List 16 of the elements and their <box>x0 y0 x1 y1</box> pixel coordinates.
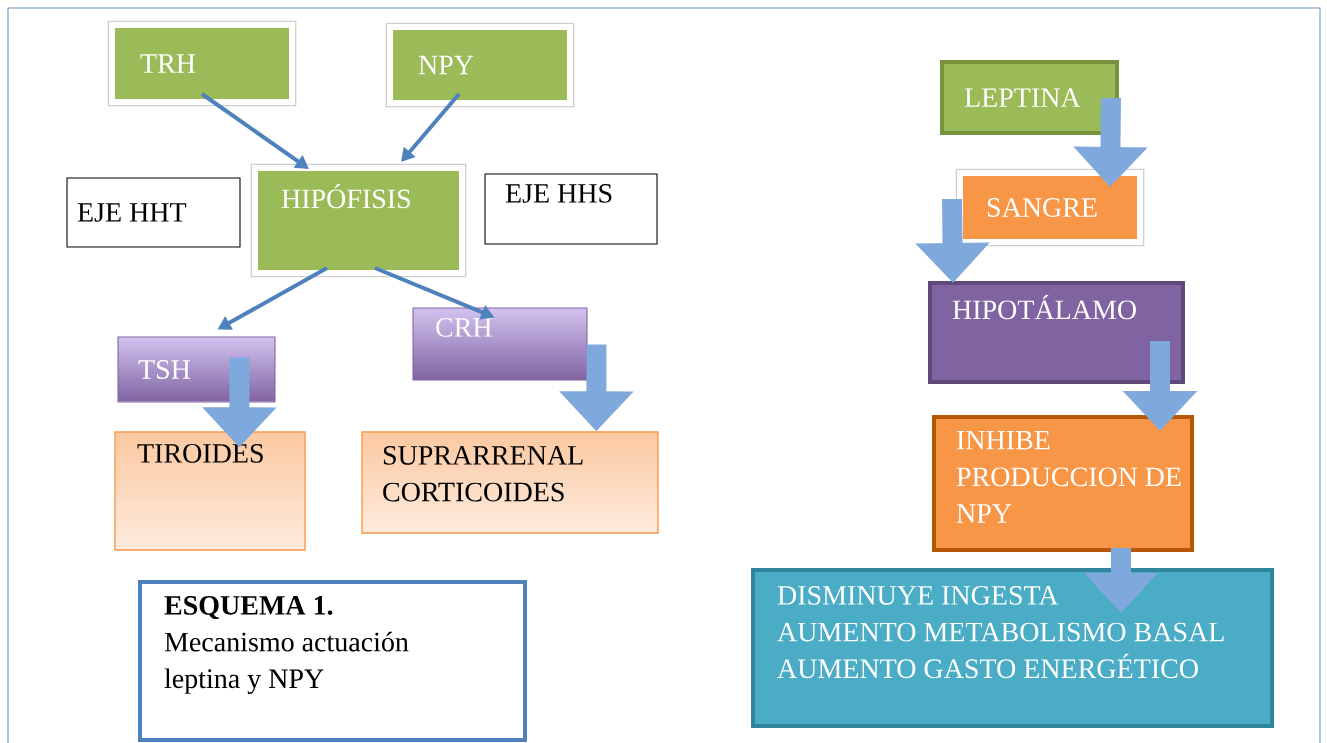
process-box: LEPTINA <box>940 60 1119 135</box>
process-box: HIPOTÁLAMO <box>928 281 1185 384</box>
target-box: SUPRARRENAL CORTICOIDES <box>361 431 659 534</box>
process-box: NPY <box>385 22 575 108</box>
process-box: TRH <box>107 20 297 107</box>
hormone-box: TSH <box>117 336 276 403</box>
target-box: TIROIDES <box>114 431 306 551</box>
label-box: EJE HHS <box>484 173 658 245</box>
process-box: HIPÓFISIS <box>250 163 467 278</box>
result-box: DISMINUYE INGESTA AUMENTO METABOLISMO BASAL AUMENTO GASTO ENERGÉTICO <box>751 568 1274 728</box>
caption-box: ESQUEMA 1. Mecanismo actuación leptina y NPY <box>138 580 527 742</box>
hormone-box: CRH <box>412 307 588 381</box>
arrow <box>401 92 461 162</box>
label-box: EJE HHT <box>66 177 241 248</box>
process-box: INHIBE PRODUCCION DE NPY <box>932 415 1194 552</box>
process-box: SANGRE <box>955 168 1145 247</box>
